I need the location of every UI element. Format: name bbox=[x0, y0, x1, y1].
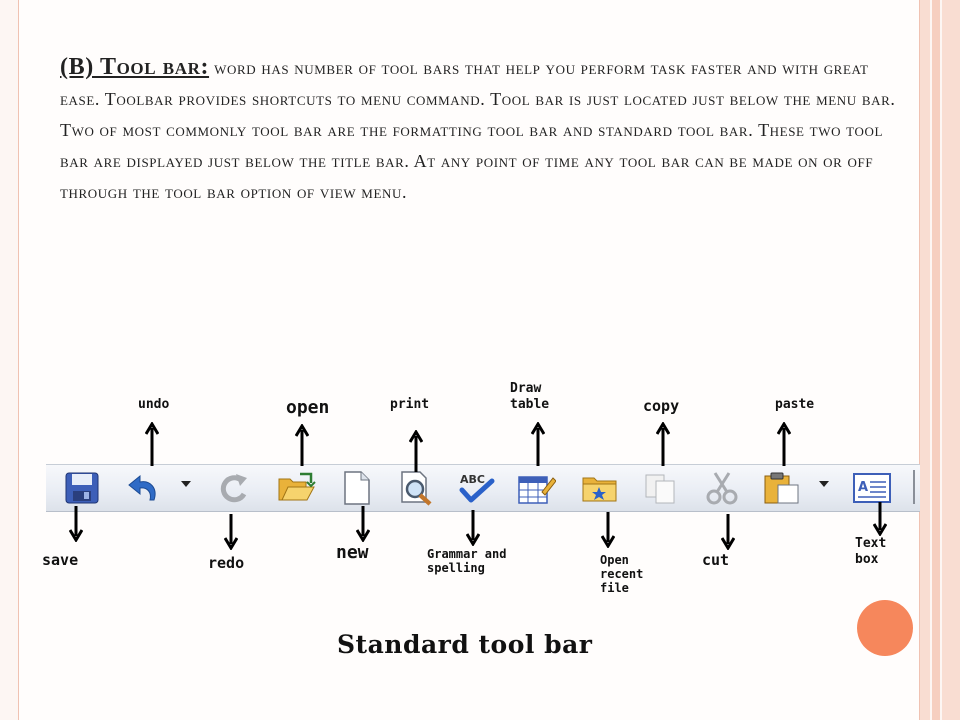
dropdown-arrow-icon[interactable] bbox=[818, 479, 830, 489]
recent-folder-icon[interactable] bbox=[580, 470, 620, 506]
arrow-down-new bbox=[356, 506, 370, 542]
arrow-up-draw-table bbox=[531, 422, 545, 466]
description-paragraph: (B) Tool bar: word has number of tool ba… bbox=[60, 52, 910, 208]
cut-icon[interactable] bbox=[702, 470, 742, 506]
arrow-down-open-recent bbox=[601, 512, 615, 548]
arrow-up-print bbox=[409, 430, 423, 472]
draw-table-icon[interactable] bbox=[516, 470, 556, 506]
label-open: open bbox=[286, 397, 330, 418]
arrow-down-redo bbox=[224, 514, 238, 550]
arrow-down-grammar bbox=[466, 510, 480, 546]
text-box-icon[interactable]: A bbox=[852, 470, 892, 506]
open-folder-icon[interactable] bbox=[276, 470, 316, 506]
print-preview-icon[interactable] bbox=[396, 470, 436, 506]
description-text: word has number of tool bars that help y… bbox=[60, 58, 896, 202]
label-save: save bbox=[42, 551, 79, 569]
paste-icon[interactable] bbox=[762, 470, 802, 506]
redo-icon[interactable] bbox=[214, 470, 254, 506]
slide-frame bbox=[18, 0, 920, 720]
label-redo: redo bbox=[208, 554, 245, 572]
arrow-up-open bbox=[295, 424, 309, 466]
label-new: new bbox=[336, 542, 369, 563]
new-document-icon[interactable] bbox=[336, 470, 376, 506]
spelling-grammar-icon[interactable]: ABC bbox=[456, 470, 496, 506]
decor-stripe bbox=[932, 0, 940, 720]
arrow-up-copy bbox=[656, 422, 670, 466]
decor-stripe bbox=[942, 0, 960, 720]
arrow-up-undo bbox=[145, 422, 159, 466]
copy-icon[interactable] bbox=[640, 470, 680, 506]
svg-text:ABC: ABC bbox=[460, 473, 485, 486]
decor-circle bbox=[857, 600, 913, 656]
arrow-up-paste bbox=[777, 422, 791, 466]
label-undo: undo bbox=[138, 397, 170, 412]
save-icon[interactable] bbox=[62, 470, 102, 506]
arrow-down-save bbox=[69, 506, 83, 542]
label-paste: paste bbox=[775, 397, 815, 412]
section-heading: (B) Tool bar: bbox=[60, 54, 210, 80]
dropdown-arrow-icon[interactable] bbox=[180, 479, 192, 489]
toolbar-caption: Standard tool bar bbox=[337, 630, 593, 659]
decor-stripe bbox=[920, 0, 930, 720]
toolbar-separator bbox=[913, 470, 915, 504]
label-copy: copy bbox=[643, 397, 680, 415]
label-cut: cut bbox=[702, 551, 730, 569]
arrow-down-cut bbox=[721, 514, 735, 550]
undo-icon[interactable] bbox=[124, 470, 164, 506]
label-print: print bbox=[390, 397, 430, 412]
arrow-down-text-box bbox=[873, 502, 887, 536]
svg-text:A: A bbox=[858, 480, 868, 495]
